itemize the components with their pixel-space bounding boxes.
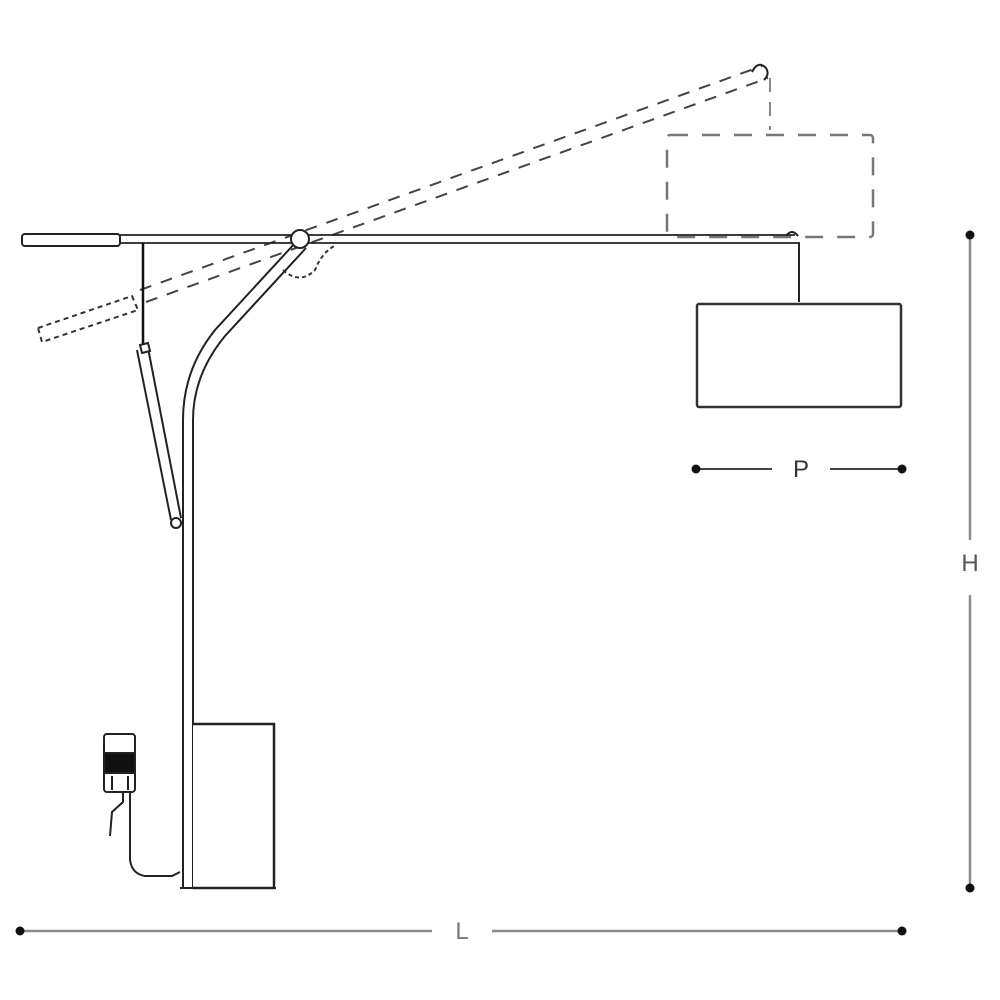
base-block bbox=[193, 722, 276, 890]
dimension-p bbox=[691, 464, 907, 474]
dimension-label-h: H bbox=[956, 552, 984, 576]
dimension-label-p: P bbox=[786, 458, 816, 482]
cord-plug bbox=[103, 733, 181, 877]
raised-handle-dashed bbox=[36, 294, 140, 344]
tip-hook bbox=[785, 231, 799, 237]
lamp-shade bbox=[695, 302, 903, 409]
gas-spring-strut bbox=[136, 341, 182, 529]
curved-stand-pole bbox=[182, 241, 307, 888]
raised-arm-dashed bbox=[139, 65, 769, 303]
horizontal-arm bbox=[120, 234, 800, 244]
raised-tip-hook bbox=[751, 63, 769, 81]
counterweight-handle bbox=[21, 233, 121, 247]
pivot-swing-hint bbox=[282, 244, 337, 279]
dimension-label-l: L bbox=[447, 920, 477, 944]
dimension-h bbox=[965, 230, 975, 893]
dimension-l bbox=[15, 926, 907, 936]
raised-shade-dashed bbox=[665, 133, 875, 239]
pivot-joint bbox=[290, 229, 310, 249]
